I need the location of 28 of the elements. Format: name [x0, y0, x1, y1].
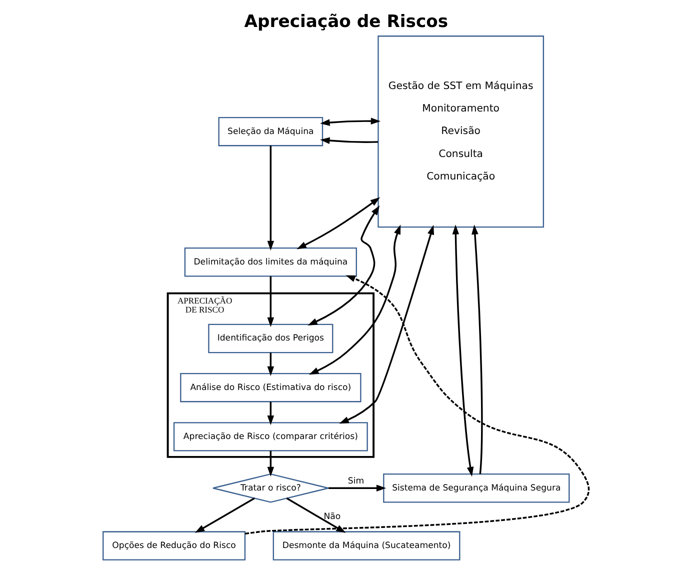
node-box: Desmonte da Máquina (Sucateamento): [272, 531, 460, 560]
edge-label: Sim: [348, 476, 364, 486]
node-box: Sistema de Segurança Máquina Segura: [383, 474, 570, 503]
node-box: Apreciação de Risco (comparar critérios): [173, 422, 368, 452]
arrow: [194, 498, 255, 533]
node-box: Opções de Redução do Risco: [102, 531, 246, 560]
arrow: [308, 224, 401, 375]
arrow: [472, 224, 483, 474]
arrow: [339, 224, 434, 424]
node-box: Identificação dos Perigos: [208, 324, 334, 354]
diagram-title: Apreciação de Riscos: [244, 12, 448, 32]
arrow: [320, 137, 378, 144]
arrow: [452, 224, 474, 477]
arrow: [267, 352, 274, 376]
arrow: [267, 276, 274, 328]
node-box: Análise do Risco (Estimativa do risco): [180, 372, 362, 402]
arrow: [320, 118, 381, 126]
arrow: [267, 450, 274, 477]
arrow: [267, 146, 274, 250]
arrow: [267, 402, 274, 426]
node-box: Gestão de SST em Máquinas Monitoramento Revisão Consulta Comunicação: [378, 36, 544, 228]
arrow: [328, 484, 386, 492]
arrow: [308, 205, 380, 326]
arrow: [296, 197, 380, 250]
edge-label: Não: [324, 512, 341, 522]
node-box: Seleção da Máquina: [218, 116, 324, 146]
node-box: Delimitação dos limites da máquina: [184, 248, 357, 277]
node-diamond: Tratar o risco?: [212, 474, 329, 503]
